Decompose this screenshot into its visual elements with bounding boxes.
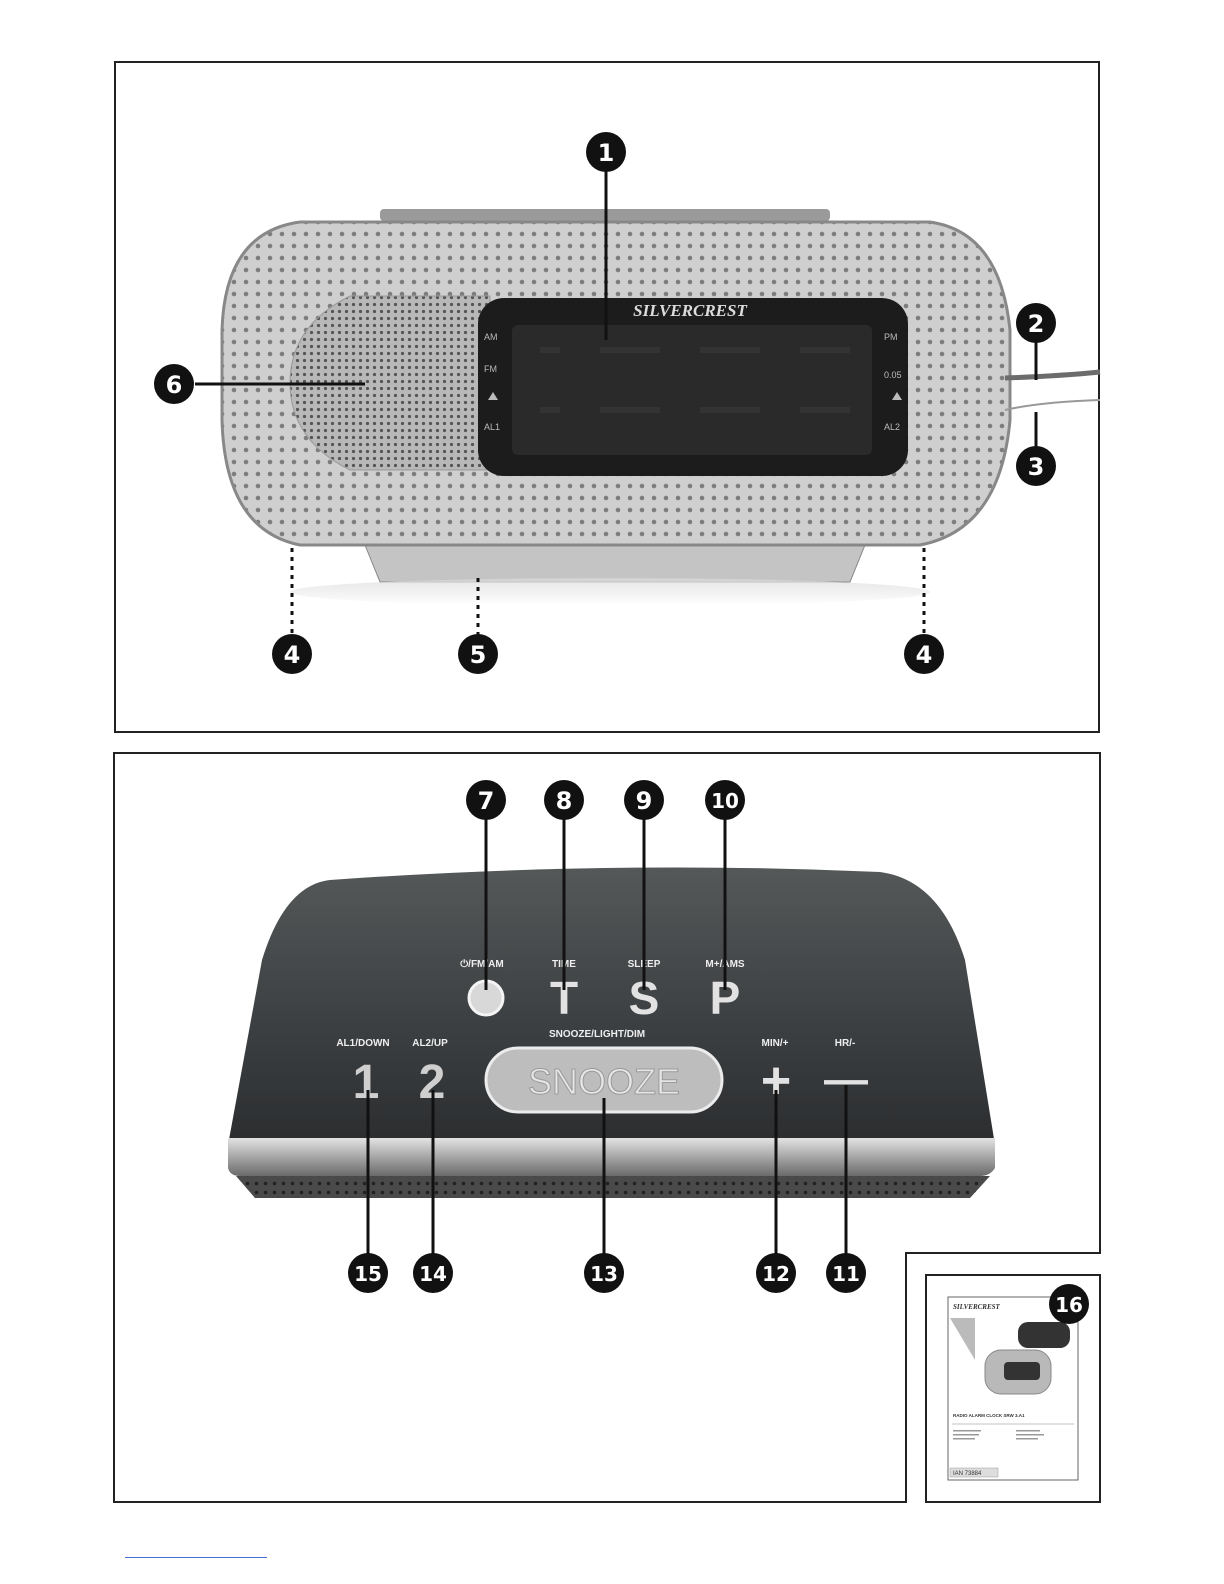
fm-indicator: FM — [484, 364, 497, 374]
svg-text:7: 7 — [478, 787, 495, 815]
svg-text:3: 3 — [1028, 453, 1045, 481]
callout-4-left: 4 — [272, 634, 312, 674]
callout-13: 13 — [584, 1253, 624, 1293]
am-indicator: AM — [484, 332, 498, 342]
clock-radio-front: SILVERCREST AM FM AL1 PM 0.05 AL2 — [222, 209, 1100, 606]
svg-text:4: 4 — [284, 641, 301, 669]
callout-11: 11 — [826, 1253, 866, 1293]
callout-7: 7 — [466, 780, 506, 820]
svg-text:13: 13 — [590, 1262, 618, 1286]
manual-code: IAN 73884 — [953, 1471, 982, 1477]
callout-9: 9 — [624, 780, 664, 820]
bottom-grille — [236, 1176, 990, 1198]
svg-text:8: 8 — [556, 787, 573, 815]
power-fm-am-label: ⏻/FM/AM — [460, 958, 503, 970]
svg-text:4: 4 — [916, 641, 933, 669]
silver-stripe — [228, 1138, 995, 1176]
callout-2: 2 — [1016, 303, 1056, 343]
manual-title: RADIO ALARM CLOCK SRW 3.A1 — [953, 1413, 1025, 1418]
snooze-button-text: SNOOZE — [528, 1061, 680, 1102]
callout-16: 16 — [1049, 1284, 1089, 1324]
al2-indicator: AL2 — [884, 422, 900, 432]
svg-text:6: 6 — [166, 371, 183, 399]
freq-unit: 0.05 — [884, 370, 902, 380]
callout-6: 6 — [154, 364, 194, 404]
svg-text:14: 14 — [419, 1262, 447, 1286]
callout-4-right: 4 — [904, 634, 944, 674]
antenna-wire — [1005, 400, 1100, 410]
callout-8: 8 — [544, 780, 584, 820]
snooze-light-dim-label: SNOOZE/LIGHT/DIM — [549, 1029, 645, 1040]
svg-text:10: 10 — [711, 789, 739, 813]
al1-down-button[interactable]: 1 — [353, 1056, 380, 1109]
svg-text:2: 2 — [1028, 310, 1045, 338]
callout-1: 1 — [586, 132, 626, 172]
callout-5: 5 — [458, 634, 498, 674]
stand — [365, 545, 865, 582]
svg-text:12: 12 — [762, 1262, 790, 1286]
min-plus-label: MIN/+ — [762, 1038, 789, 1049]
brand-logo: SILVERCREST — [633, 301, 747, 320]
lcd-display — [512, 325, 872, 455]
power-cable — [1005, 372, 1100, 378]
svg-text:16: 16 — [1055, 1293, 1083, 1317]
callout-10: 10 — [705, 780, 745, 820]
shadow — [290, 578, 930, 606]
svg-text:11: 11 — [832, 1262, 860, 1286]
clock-radio-top: ⏻/FM/AM TIME T SLEEP S M+/AMS P AL1/DOWN… — [228, 868, 995, 1199]
pm-indicator: PM — [884, 332, 898, 342]
manual-thumbnail: SILVERCREST RADIO ALARM CLOCK SRW 3.A1 I… — [948, 1284, 1089, 1480]
callout-14: 14 — [413, 1253, 453, 1293]
manual-brand: SILVERCREST — [953, 1303, 1001, 1311]
svg-text:5: 5 — [470, 641, 487, 669]
al1-indicator: AL1 — [484, 422, 500, 432]
footer-rule — [125, 1557, 267, 1558]
svg-text:9: 9 — [636, 787, 653, 815]
al1-down-label: AL1/DOWN — [336, 1038, 389, 1049]
callout-15: 15 — [348, 1253, 388, 1293]
al2-up-label: AL2/UP — [412, 1038, 448, 1049]
svg-text:15: 15 — [354, 1262, 382, 1286]
callout-3: 3 — [1016, 446, 1056, 486]
hr-minus-label: HR/- — [835, 1038, 856, 1049]
manual-clock-dark — [1018, 1322, 1070, 1348]
callout-12: 12 — [756, 1253, 796, 1293]
svg-text:1: 1 — [598, 139, 615, 167]
